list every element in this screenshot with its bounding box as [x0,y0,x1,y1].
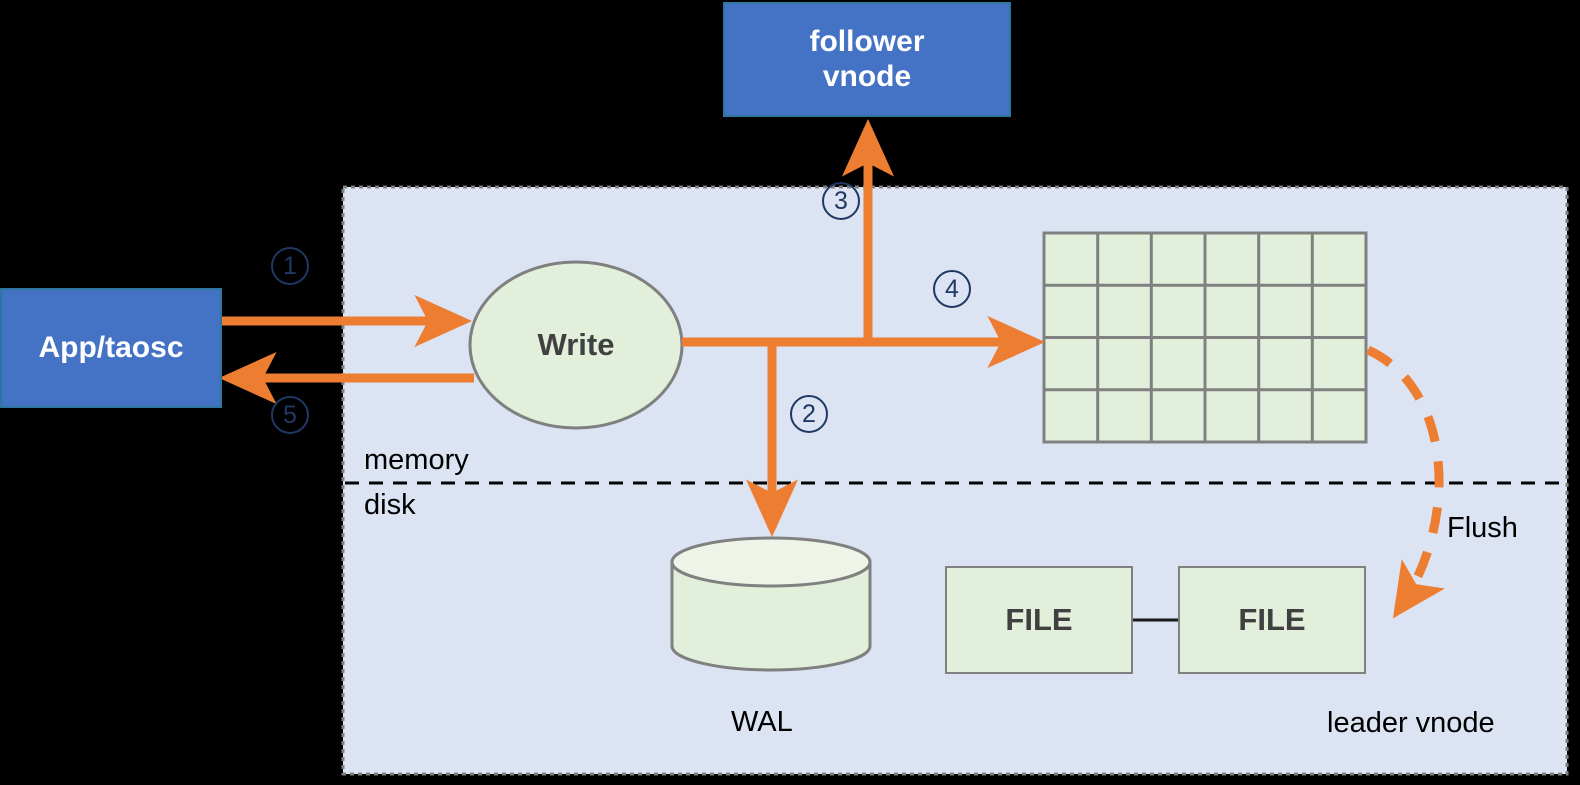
leader-vnode-label: leader vnode [1327,707,1495,739]
step-badge-3: 3 [822,182,860,220]
app-taosc-label: App/taosc [38,330,184,364]
memtable-grid [1042,231,1368,444]
disk-region-label: disk [364,489,416,521]
file-box-2-label: FILE [1238,602,1306,637]
step-badge-4: 4 [933,270,971,308]
file-box-2[interactable]: FILE [1178,566,1366,674]
step-badge-5: 5 [271,396,309,434]
wal-label: WAL [731,706,793,738]
file-box-1[interactable]: FILE [945,566,1133,674]
file-box-1-label: FILE [1005,602,1073,637]
follower-vnode-label-line2: vnode [822,59,912,93]
step-badge-2: 2 [790,395,828,433]
flush-label: Flush [1447,512,1518,544]
step-badge-1: 1 [271,247,309,285]
edge-flush [1366,345,1445,619]
write-node-ellipse [468,260,684,430]
app-taosc-box[interactable]: App/taosc [0,288,222,408]
follower-vnode-box[interactable]: follower vnode [723,2,1011,117]
memory-region-label: memory [364,444,469,476]
wal-cylinder [670,536,872,672]
follower-vnode-label-line1: follower [809,25,925,58]
